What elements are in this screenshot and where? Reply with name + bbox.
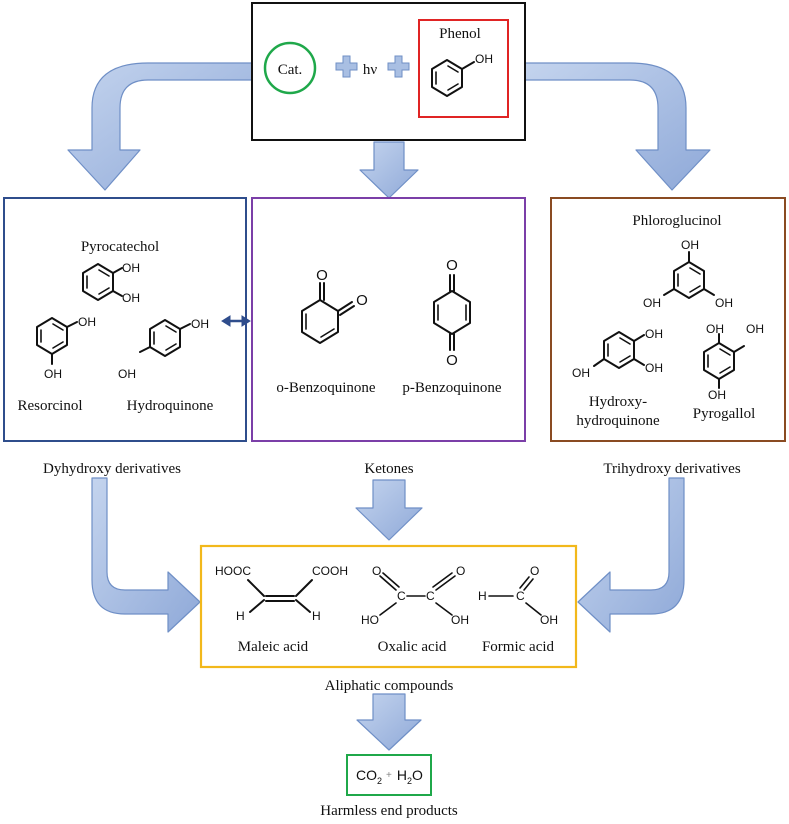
plus-icon: [387, 55, 410, 78]
light-label: hν: [363, 62, 378, 78]
svg-text:OH: OH: [78, 315, 96, 329]
compound-oxalic-acid: Oxalic acid: [378, 639, 447, 655]
ketones-title: Ketones: [364, 461, 413, 477]
trihydroxy-title: Trihydroxy derivatives: [603, 461, 741, 477]
o-benzoquinone-structure: O O: [301, 267, 368, 344]
flow-arrows: [67, 62, 711, 751]
compound-hydroxyhydroquinone-line2: hydroquinone: [576, 413, 660, 429]
pyrocatechol-structure: OH OH: [82, 261, 140, 305]
phenol-structure: OH: [431, 52, 493, 97]
oxalic-acid-structure: O O C C HO OH: [361, 564, 469, 627]
svg-text:OH: OH: [643, 296, 661, 310]
svg-text:OH: OH: [451, 613, 469, 627]
svg-text:OH: OH: [118, 367, 136, 381]
arrow-ketones-to-aliphatic: [355, 479, 423, 541]
compound-maleic-acid: Maleic acid: [238, 639, 309, 655]
end-products-formula: CO2+H2O: [356, 767, 423, 786]
aliphatic-title: Aliphatic compounds: [325, 678, 454, 694]
arrow-to-trihydroxy: [524, 62, 711, 191]
svg-text:OH: OH: [715, 296, 733, 310]
aliphatic-box: [199, 544, 578, 669]
svg-text:C: C: [516, 589, 525, 603]
svg-text:OH: OH: [540, 613, 558, 627]
double-arrow: [221, 315, 251, 327]
svg-text:OH: OH: [645, 361, 663, 375]
svg-text:O: O: [530, 564, 539, 578]
resorcinol-structure: OH OH: [36, 315, 96, 381]
svg-text:O: O: [356, 292, 368, 309]
svg-text:OH: OH: [706, 322, 724, 336]
svg-text:HO: HO: [361, 613, 379, 627]
hydroxyhydroquinone-structure: OH OH OH: [572, 327, 663, 380]
svg-text:O: O: [316, 267, 328, 284]
pyrogallol-structure: OH OH OH: [703, 322, 764, 402]
svg-text:OH: OH: [708, 388, 726, 402]
svg-text:OH: OH: [572, 366, 590, 380]
arrow-dihydroxy-to-aliphatic: [91, 477, 201, 633]
arrow-aliphatic-to-end: [356, 693, 422, 751]
svg-text:H: H: [236, 609, 245, 623]
formic-acid-structure: O H C OH: [478, 564, 558, 627]
svg-text:O: O: [372, 564, 381, 578]
svg-text:OH: OH: [645, 327, 663, 341]
maleic-acid-structure: HOOC COOH H H: [215, 564, 348, 623]
svg-text:OH: OH: [681, 238, 699, 252]
end-products-box: [346, 754, 432, 796]
compound-pyrocatechol: Pyrocatechol: [81, 239, 159, 255]
svg-text:C: C: [397, 589, 406, 603]
trihydroxy-box: [550, 197, 786, 442]
dihydroxy-title: Dyhydroxy derivatives: [43, 461, 181, 477]
compound-resorcinol: Resorcinol: [18, 398, 83, 414]
arrow-to-dihydroxy: [67, 62, 253, 191]
compound-hydroquinone: Hydroquinone: [127, 398, 214, 414]
svg-text:OH: OH: [122, 291, 140, 305]
svg-text:OH: OH: [191, 317, 209, 331]
compound-hydroxyhydroquinone-line1: Hydroxy-: [589, 394, 647, 410]
compound-p-benzoquinone: p-Benzoquinone: [402, 380, 501, 396]
compound-formic-acid: Formic acid: [482, 639, 555, 655]
arrow-trihydroxy-to-aliphatic: [577, 477, 685, 633]
compound-pyrogallol: Pyrogallol: [693, 406, 756, 422]
compound-phloroglucinol: Phloroglucinol: [632, 213, 721, 229]
svg-text:COOH: COOH: [312, 564, 348, 578]
svg-text:OH: OH: [746, 322, 764, 336]
plus-icon: [335, 55, 358, 78]
catalyst-label: Cat.: [278, 62, 303, 78]
phenol-label: Phenol: [439, 26, 481, 42]
svg-text:OH: OH: [44, 367, 62, 381]
dihydroxy-box: [3, 197, 247, 442]
svg-text:OH: OH: [122, 261, 140, 275]
ketones-box: [251, 197, 526, 442]
svg-text:H: H: [312, 609, 321, 623]
svg-text:O: O: [456, 564, 465, 578]
svg-text:C: C: [426, 589, 435, 603]
svg-text:H: H: [478, 589, 487, 603]
svg-text:O: O: [446, 352, 458, 369]
compound-o-benzoquinone: o-Benzoquinone: [276, 380, 375, 396]
catalyst-circle: [263, 41, 317, 95]
p-benzoquinone-structure: O O: [433, 257, 471, 369]
hydroquinone-structure: OH OH: [118, 317, 209, 381]
arrow-to-ketones: [359, 141, 419, 199]
end-products-title: Harmless end products: [320, 803, 458, 819]
svg-text:OH: OH: [475, 52, 493, 66]
svg-text:O: O: [446, 257, 458, 274]
phloroglucinol-structure: OH OH OH: [643, 238, 733, 310]
svg-text:HOOC: HOOC: [215, 564, 251, 578]
